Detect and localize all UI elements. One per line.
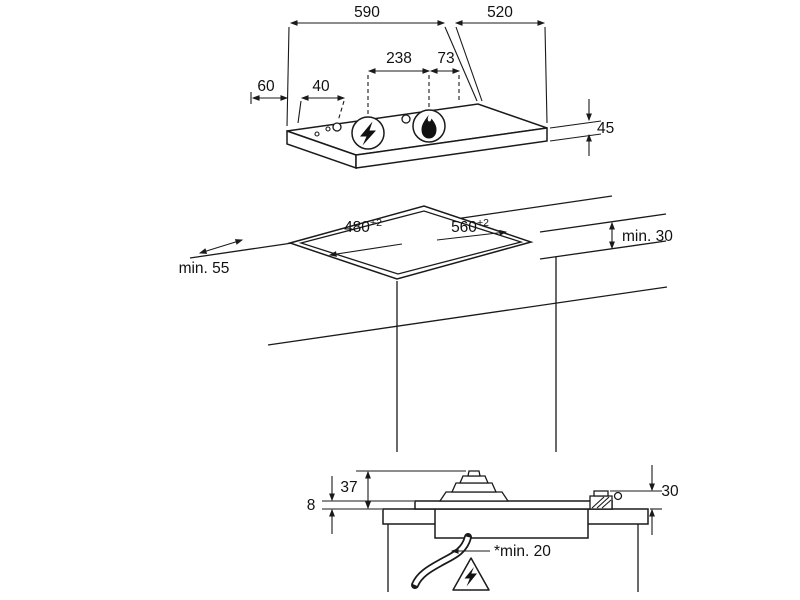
dimension-arrow (328, 243, 403, 257)
cabinet-front-edge (267, 286, 668, 346)
dimension-label-min30: min. 30 (622, 228, 673, 245)
dimension-label-40: 40 (312, 78, 330, 95)
dimension-cutout-width: 560+2 (436, 217, 508, 241)
burner-section (438, 470, 510, 502)
dimension-label-45: 45 (597, 120, 614, 137)
cutout-inner-edge (298, 210, 524, 275)
dimension-label-520: 520 (487, 4, 513, 21)
dimension-arrow (436, 229, 508, 241)
extension-line (444, 26, 478, 102)
dimension-hob-height: 45 (549, 99, 614, 156)
burner-base (438, 491, 510, 502)
igniter-dot (314, 131, 320, 137)
lightning-bolt-icon (464, 567, 477, 587)
dimension-cutout-depth: 480+2 (328, 217, 403, 257)
dimension-label-min55: min. 55 (179, 260, 230, 277)
dimension-line (198, 239, 244, 254)
dimension-total-depth: 520 (454, 4, 548, 124)
extension-line (549, 133, 602, 142)
dimension-label-30: 30 (661, 483, 679, 500)
electric-zone-symbol (351, 116, 385, 150)
fixing-hole (332, 122, 342, 132)
hob-body-section (434, 508, 589, 539)
dimension-label-min20: *min. 20 (494, 543, 551, 560)
gas-connector-cap (593, 490, 609, 497)
dimension-label-238: 238 (386, 50, 412, 67)
burner-top (467, 470, 481, 477)
cable-inner (412, 536, 471, 586)
burner-body (450, 482, 498, 493)
hatch-line (601, 499, 612, 509)
hatch-line (591, 496, 605, 509)
electric-shock-warning (452, 557, 490, 591)
dimension-label-73: 73 (437, 50, 454, 67)
fixing-hole (401, 114, 411, 124)
rear-edge-line (539, 240, 667, 260)
dimension-built-in-height: 37 (340, 470, 466, 510)
extension-line (549, 120, 602, 129)
extension-line (455, 26, 483, 102)
dimension-fixing-offset: 40 (297, 78, 346, 124)
dimension-cable-clearance: *min. 20 (450, 543, 551, 560)
extension-line (544, 26, 548, 124)
dimension-total-width: 590 (286, 4, 478, 127)
gas-valve-knob (613, 491, 623, 501)
dimension-edge-offset: 60 (250, 78, 289, 104)
lightning-bolt-icon (360, 121, 376, 146)
cross-section-view: 8 37 30 *min. 20 (307, 465, 679, 592)
gas-zone-symbol (412, 109, 446, 143)
dimension-rear-clearance: min. 30 (539, 213, 673, 260)
dimension-label-60: 60 (257, 78, 275, 95)
hob-glass-section (414, 500, 613, 510)
hob-right-front-face (355, 127, 548, 169)
dimension-burner-spacing: 238 (367, 50, 431, 116)
extension-line (297, 100, 302, 124)
dimension-label-590: 590 (354, 4, 380, 21)
hatch-line (596, 496, 610, 509)
dimension-height-above-worktop: 8 (307, 476, 414, 534)
flame-icon (421, 114, 437, 139)
dimension-label-37: 37 (340, 479, 357, 496)
dimension-front-clearance: min. 55 (179, 239, 244, 277)
dimension-burner-to-edge: 73 (429, 50, 461, 103)
dimension-label-8: 8 (307, 497, 316, 514)
worktop-cutout-view: 480+2 560+2 min. 55 min. 30 (179, 195, 673, 452)
rear-edge-line (539, 213, 667, 233)
burner-cap (459, 475, 489, 484)
dimension-label-480: 480+2 (344, 217, 382, 236)
dimension-connection-height: 30 (610, 465, 679, 535)
extension-line (286, 26, 290, 127)
hob-top-view (286, 103, 548, 170)
supply-cable (411, 533, 472, 589)
dimension-label-560: 560+2 (451, 217, 489, 236)
igniter-dot (325, 126, 331, 132)
gas-connection (589, 490, 623, 510)
leader-line (337, 100, 345, 122)
